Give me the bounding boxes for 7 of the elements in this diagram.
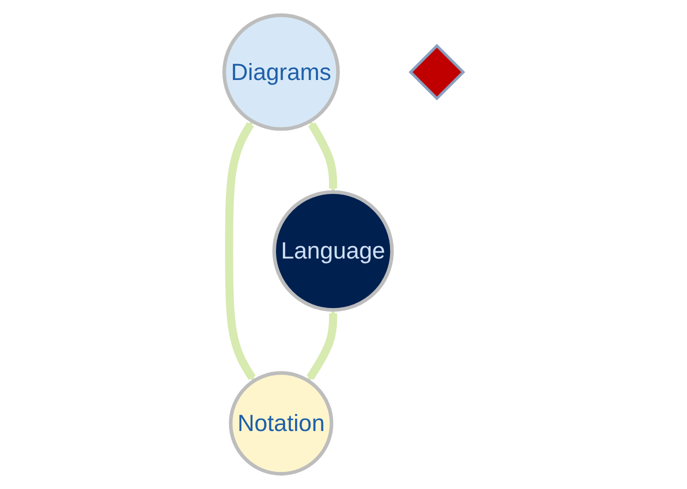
arrow bbox=[306, 310, 337, 382]
arrow bbox=[308, 121, 337, 192]
node-circle: Language bbox=[272, 190, 394, 312]
node-circle: Diagrams bbox=[222, 13, 340, 131]
node-circle: Notation bbox=[228, 371, 334, 476]
node-diamond bbox=[408, 44, 465, 100]
arrow bbox=[224, 121, 256, 382]
